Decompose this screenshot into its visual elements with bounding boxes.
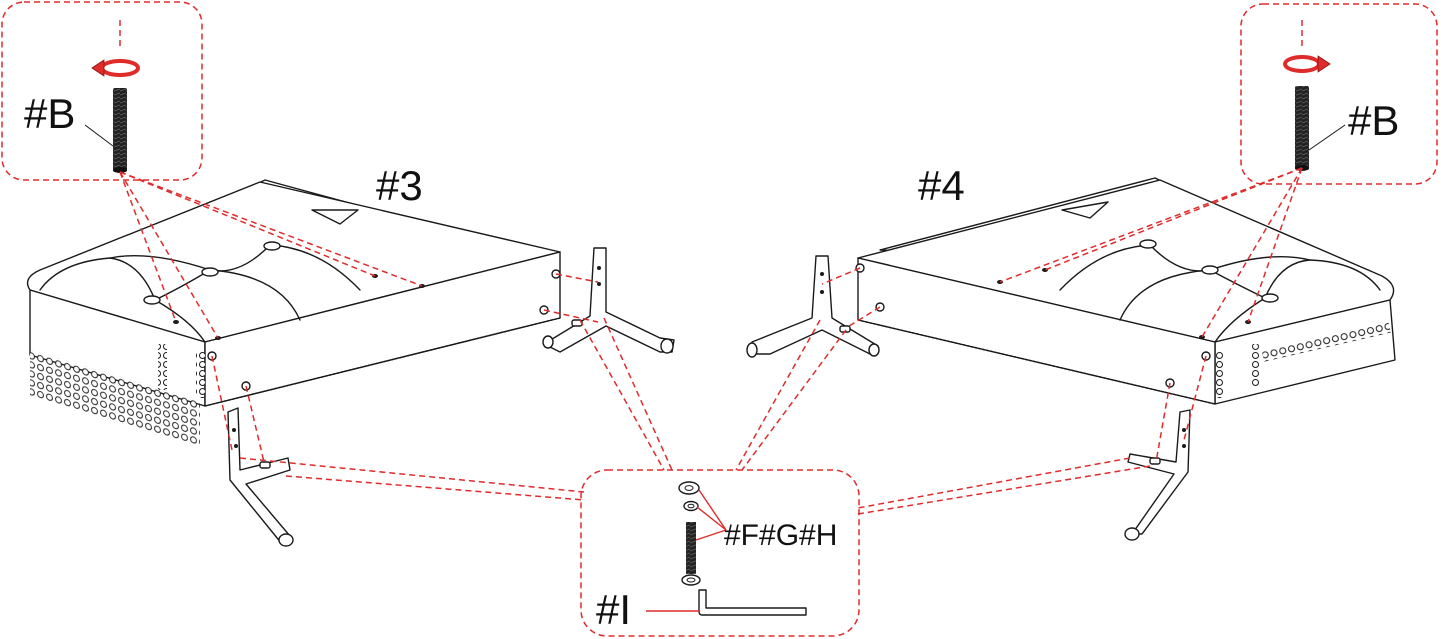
leg-right-front [1124,409,1191,541]
washer-icon [678,481,700,495]
allen-wrench-icon [698,589,807,616]
seat-left [26,179,561,447]
leg-left-front [227,407,294,547]
bolt-callout-left: #B [1,1,203,181]
bolt-callout-right: #B [1240,3,1438,185]
leg-right-rear [746,255,880,358]
threaded-bolt-b [1295,86,1309,170]
seat-label-left: #3 [376,162,423,209]
rotate-arrow-icon [1283,55,1331,73]
threaded-bolt-b [113,88,127,172]
wrench-label: #I [596,586,631,633]
seat-right [855,177,1396,405]
seat-label-right: #4 [918,162,965,209]
callout-leaders [119,167,1303,515]
leg-left-rear [542,247,675,354]
hardware-callout: #F#G#H #I [580,469,860,637]
lock-washer-icon [683,500,699,512]
bolt-label-right: #B [1348,97,1399,144]
hardware-label: #F#G#H [724,519,837,552]
bolt-label-left: #B [24,90,75,137]
rotate-arrow-icon [91,59,140,77]
hex-bolt-icon [681,522,701,586]
